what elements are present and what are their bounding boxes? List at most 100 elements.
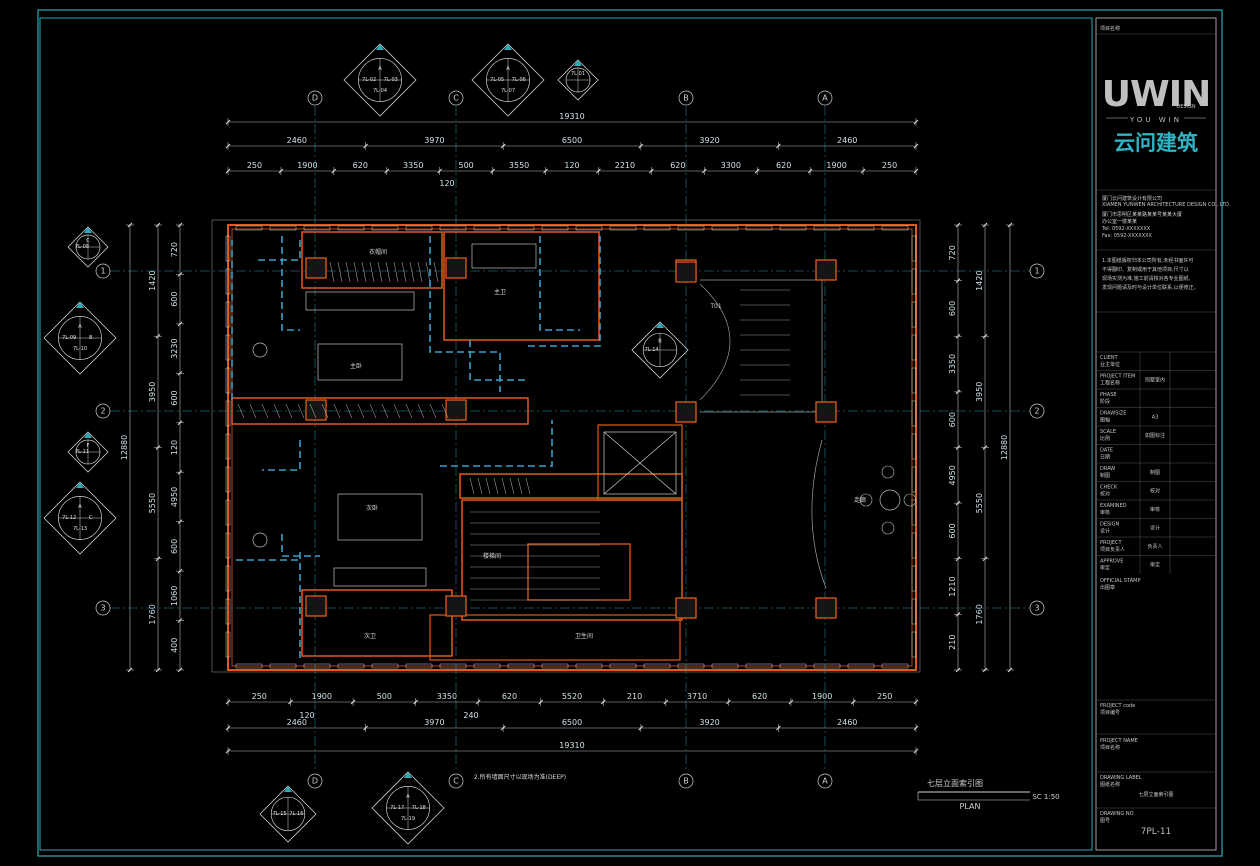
dim-slash: [600, 699, 606, 705]
room-label: 次卫: [364, 632, 376, 640]
duct-run: [469, 340, 528, 381]
dim-value: 620: [502, 692, 517, 701]
axis-bubble: [307, 773, 323, 789]
field-value: 负责人: [1147, 543, 1162, 550]
window-panel: [609, 663, 637, 669]
dim-slash: [955, 445, 961, 450]
column: [305, 257, 327, 279]
dim-slash: [225, 725, 231, 731]
dim-slash: [225, 699, 231, 705]
dim-slash: [437, 168, 443, 174]
field-label-cn: 审定: [1100, 565, 1110, 572]
field-label-en: DATE: [1100, 448, 1113, 454]
brand-sub: DESIGN: [1176, 104, 1196, 110]
marker-label: 7L-01: [571, 71, 585, 77]
plan-title-block: 七层立面索引图 PLAN SC 1:50: [917, 778, 1060, 811]
dim-slash: [913, 699, 919, 705]
wardrobe-hatch: [273, 403, 281, 419]
window-panel: [225, 532, 231, 559]
title-block: 项目名称 UWIN DESIGN YOU WIN 云问建筑 厦门云问建筑设计有限…: [1095, 17, 1231, 851]
dim-value: 210: [627, 692, 642, 701]
marker-label: 7L-18: [412, 805, 426, 811]
window-panel: [225, 598, 231, 625]
column: [445, 257, 467, 279]
marker-label: 7L-09: [62, 335, 76, 341]
duct-run: [258, 236, 301, 261]
window-panel: [337, 225, 365, 231]
dim-slash: [177, 420, 183, 426]
field-label-en: EXAMINED: [1100, 503, 1127, 509]
window-panel: [225, 367, 231, 394]
axis-label-2: 2: [1034, 407, 1039, 416]
wardrobe-hatch: [417, 403, 425, 419]
dim-slash: [155, 222, 161, 228]
dim-slash: [543, 168, 548, 174]
closet-hatch: [417, 261, 423, 283]
marker-label: A: [378, 66, 382, 72]
window-panel: [473, 663, 501, 669]
dim-value: 600: [948, 523, 957, 538]
marker-label: 7L-07: [501, 88, 515, 94]
dim-value: 1900: [812, 692, 832, 701]
dim-slash: [913, 119, 919, 125]
dim-slash: [776, 143, 781, 149]
dim-slash: [913, 748, 919, 754]
dim-value: 3350: [437, 692, 457, 701]
project-code-en: PROJECT code: [1100, 703, 1135, 709]
window-panel: [643, 225, 671, 231]
dim-value: 6500: [562, 718, 582, 727]
cabinet-hatch: [485, 477, 491, 495]
wardrobe-hatch: [429, 403, 437, 419]
dim-value: 3920: [699, 136, 719, 145]
window-panel: [677, 663, 705, 669]
master-bath-wall: [443, 231, 600, 341]
field-value: 审定: [1150, 562, 1160, 569]
note-line: 不得翻印、复制或用于其他项目;尺寸以: [1102, 266, 1189, 273]
sheet-title-en: DRAWING LABEL: [1100, 775, 1142, 781]
window-panel: [779, 225, 807, 231]
wardrobe-hatch: [441, 403, 449, 419]
window-panel: [235, 663, 263, 669]
axis-label-B: B: [683, 777, 689, 786]
column: [675, 401, 697, 423]
duct-run: [528, 236, 601, 347]
window-panel: [225, 400, 231, 427]
dim-value: 1420: [975, 270, 984, 290]
room-label: T01: [709, 303, 721, 310]
window-panel: [225, 565, 231, 592]
dim-value: 1900: [826, 161, 846, 170]
axis-bubble: [448, 90, 464, 106]
column: [815, 597, 837, 619]
wardrobe-hatch: [237, 403, 245, 419]
small-column: [675, 261, 697, 283]
bench: [305, 291, 415, 311]
dim-value: 1900: [297, 161, 317, 170]
dim-value: 250: [882, 161, 897, 170]
wardrobe-hatch: [321, 403, 329, 419]
marker-label: 7L-19: [401, 816, 415, 822]
dim-slash: [500, 725, 506, 731]
closet-hatch: [329, 261, 335, 283]
marker-label: A: [506, 66, 510, 72]
lamp-symbol: [252, 342, 268, 358]
dim-value: 5550: [975, 493, 984, 513]
closet-hatch: [425, 261, 431, 283]
dim-slash: [982, 333, 988, 339]
marker-arrow: [404, 772, 412, 778]
cabinet-hatch: [517, 477, 523, 495]
closet-hatch: [369, 261, 375, 283]
dim-value: 120: [299, 711, 314, 720]
window-panel: [439, 663, 467, 669]
marker-diamond: [67, 226, 109, 268]
dim-slash: [538, 699, 544, 705]
dim-slash: [860, 168, 866, 174]
axis-label-B: B: [683, 94, 689, 103]
window-panel: [405, 225, 433, 231]
wardrobe-hatch: [297, 403, 305, 419]
dim-value: 3950: [148, 382, 157, 402]
index-marker: 7L-01: [557, 59, 599, 101]
dim-slash: [475, 699, 481, 705]
